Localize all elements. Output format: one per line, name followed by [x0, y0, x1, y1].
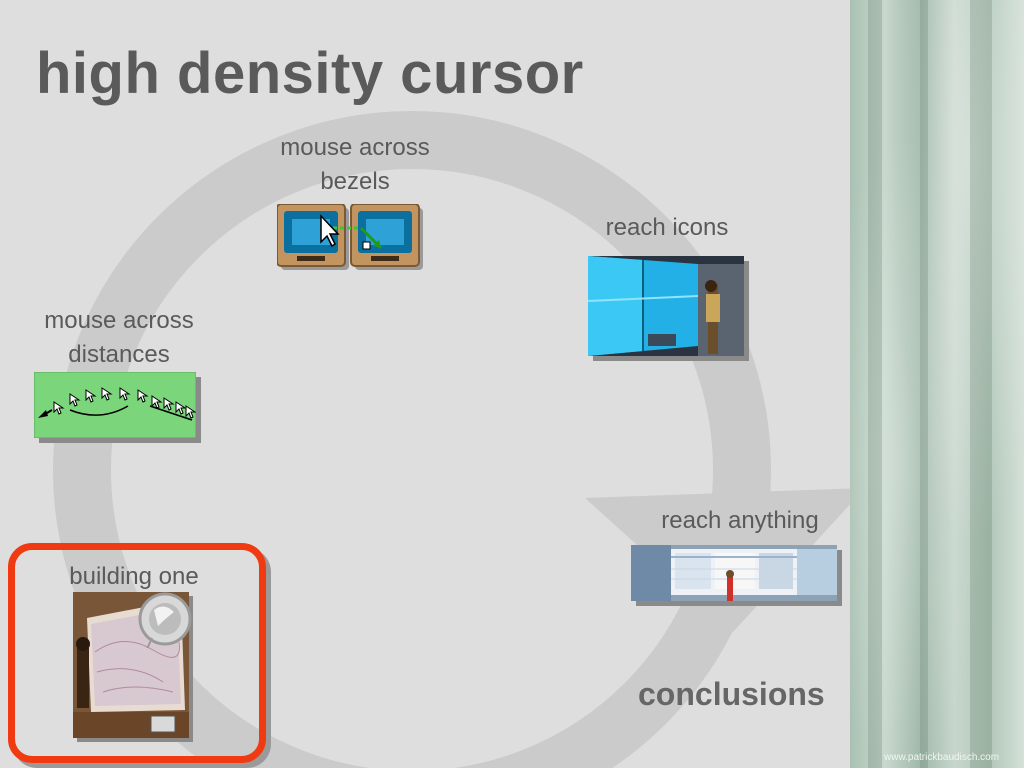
credit-text: www.patrickbaudisch.com [884, 752, 1000, 763]
caption-line: building one [69, 563, 199, 590]
caption-line: mouse across [44, 307, 194, 334]
slide-title: high density cursor [36, 41, 584, 106]
caption-reach-anything: reach anything [640, 504, 840, 538]
caption-reach-icons: reach icons [586, 211, 748, 245]
caption-line: reach icons [605, 214, 729, 241]
caption-line: reach anything [661, 507, 819, 534]
caption-mouse-across-distances: mouse across distances [24, 304, 214, 372]
magnifier-icon [138, 592, 192, 648]
caption-line: mouse across [280, 134, 430, 161]
dual-monitor-icon [277, 204, 423, 270]
caption-building-one: building one [40, 560, 228, 594]
conclusions-label: conclusions [638, 676, 825, 712]
tabletop-display-photo [73, 592, 189, 738]
caption-mouse-across-bezels: mouse across bezels [255, 131, 455, 199]
current-step-highlight [8, 543, 266, 763]
side-photo-strip [850, 0, 1024, 768]
caption-line: distances [68, 341, 170, 368]
cursor-trail-icon [34, 372, 196, 438]
caption-line: bezels [320, 168, 390, 195]
wide-display-photo [631, 545, 837, 601]
wall-display-photo [588, 256, 744, 356]
